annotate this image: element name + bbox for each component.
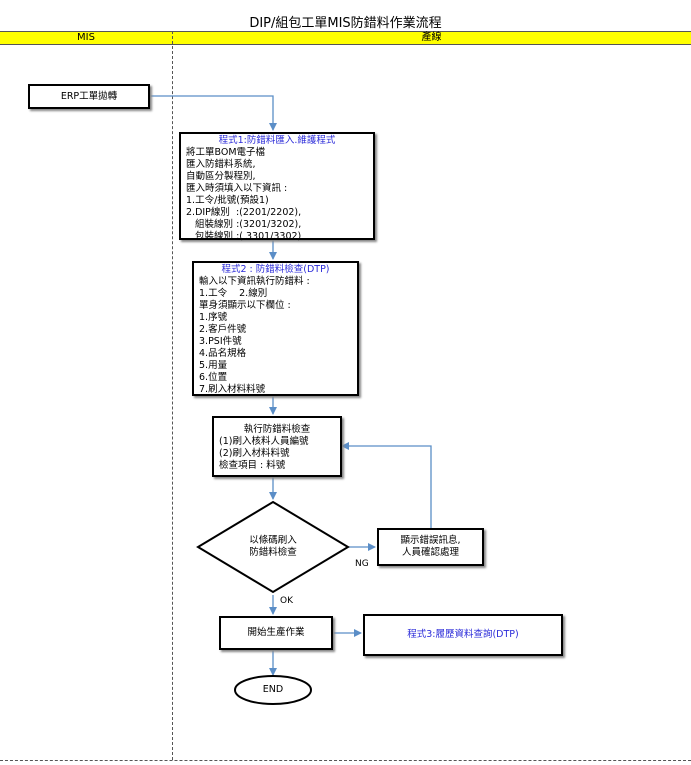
execute-check-line: (1)刷入核料人員編號 — [219, 436, 309, 447]
program1-line: 包裝線別 :( 3301/3302) — [186, 231, 302, 242]
program1-header: 程式1:防錯料匯入.維護程式 — [218, 135, 336, 146]
program2-line: 5.用量 — [199, 360, 228, 371]
program1-line: 組裝線別 :(3201/3202), — [186, 219, 302, 230]
program1-line: 匯入防錯料系統, — [186, 159, 256, 170]
program1-line: 2.DIP線別 :(2201/2202), — [186, 207, 302, 218]
decision-line: 防錯料檢查 — [249, 547, 297, 558]
ng-label: NG — [355, 559, 369, 569]
arrow-erp-to-prog1 — [150, 95, 277, 131]
execute-check-line: 執行防錯料檢查 — [243, 424, 311, 435]
execute-check-line: 檢查項目 : 料號 — [219, 460, 286, 471]
program1-line: 將工單BOM電子檔 — [186, 147, 266, 158]
program1-box: 程式1:防錯料匯入.維護程式 將工單BOM電子檔 匯入防錯料系統, 自動區分製程… — [179, 132, 375, 242]
start-production-label: 開始生產作業 — [247, 627, 305, 638]
execute-check-box: 執行防錯料檢查 (1)刷入核料人員編號 (2)刷入材料料號 檢查項目 : 料號 — [212, 416, 342, 477]
decision-label: 以條碼刷入 防錯料檢查 — [223, 535, 323, 559]
execute-check-line: (2)刷入材料料號 — [219, 448, 290, 459]
lane-header-production-line: 產線 — [172, 31, 691, 45]
erp-work-order-label: ERP工單拋轉 — [60, 90, 118, 102]
bottom-border — [0, 760, 691, 761]
program1-line: 匯入時須填入以下資訊 : — [186, 183, 288, 194]
program2-line: 1.工令 2.線別 — [199, 288, 268, 299]
decision-line: 以條碼刷入 — [249, 535, 297, 546]
program3-box: 程式3:履歷資料查詢(DTP) — [363, 614, 563, 656]
program2-box: 程式2 : 防錯料檢查(DTP) 輸入以下資訊執行防錯料 : 1.工令 2.線別… — [192, 261, 359, 396]
end-terminator — [234, 675, 312, 705]
end-label: END — [262, 684, 284, 695]
decision-diamond — [196, 500, 350, 594]
program2-line: 6.位置 — [199, 372, 228, 383]
error-message-line: 人員確認處理 — [401, 547, 459, 558]
page-title: DIP/組包工單MIS防錯料作業流程 — [249, 16, 442, 31]
program2-line: 7.刷入材料料號 — [199, 384, 266, 395]
program2-line: 單身須顯示以下欄位 : — [199, 300, 291, 311]
lane-divider — [172, 31, 173, 760]
program2-line: 輸入以下資訊執行防錯料 : — [199, 276, 310, 287]
arrow-error-loop-to-exec — [341, 442, 432, 528]
program1-line: 1.工令/批號(預設1) — [186, 195, 269, 206]
ok-label: OK — [280, 596, 293, 606]
program2-line: 1.序號 — [199, 312, 228, 323]
program2-line: 4.品名規格 — [199, 348, 247, 359]
lane-header-mis: MIS — [0, 31, 172, 45]
erp-work-order-box: ERP工單拋轉 — [28, 84, 150, 109]
program2-line: 2.客戶件號 — [199, 324, 247, 335]
error-message-box: 顯示錯誤訊息, 人員確認處理 — [377, 528, 484, 566]
program3-label: 程式3:履歷資料查詢(DTP) — [407, 629, 519, 640]
start-production-box: 開始生產作業 — [219, 616, 333, 650]
program1-line: 自動區分製程別, — [186, 171, 256, 182]
program2-header: 程式2 : 防錯料檢查(DTP) — [221, 264, 330, 275]
error-message-line: 顯示錯誤訊息, — [400, 535, 461, 546]
program2-line: 3.PSI件號 — [199, 336, 242, 347]
